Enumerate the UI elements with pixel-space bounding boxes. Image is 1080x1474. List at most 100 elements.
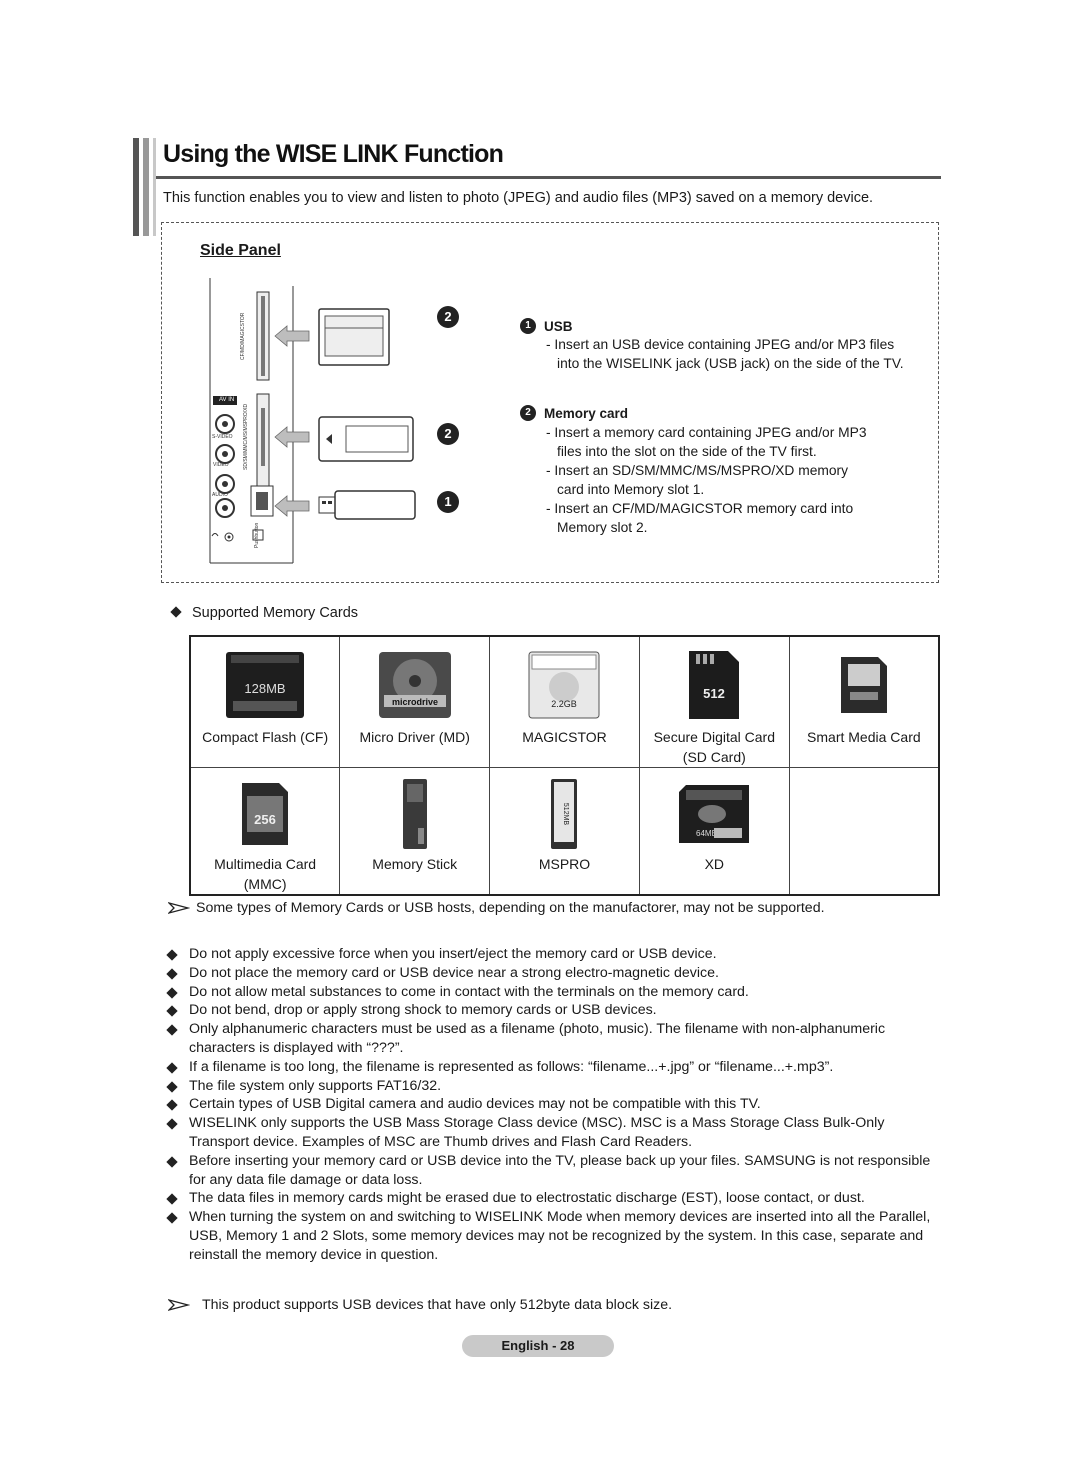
- diamond-bullet-icon: [166, 1099, 178, 1112]
- card-name-line2: (SD Card): [682, 749, 746, 765]
- list-item: Certain types of USB Digital camera and …: [166, 1095, 936, 1114]
- card-name: Multimedia Card (MMC): [214, 856, 317, 892]
- card-name: Smart Media Card: [807, 729, 921, 745]
- note-block-size-text: This product supports USB devices that h…: [202, 1297, 673, 1313]
- memory-line: - Insert an SD/SM/MMC/MS/MSPRO/XD memory: [546, 463, 849, 478]
- diamond-bullet-icon: [166, 968, 178, 980]
- video-label: VIDEO: [213, 462, 229, 468]
- note-block-size: This product supports USB devices that h…: [168, 1297, 672, 1313]
- card-cell: 128MB Compact Flash (CF): [189, 635, 341, 768]
- card-name: MAGICSTOR: [522, 729, 607, 745]
- memory-card-icon: [318, 416, 414, 462]
- usb-stick-icon: [318, 490, 416, 520]
- supported-cards-label: Supported Memory Cards: [170, 605, 359, 621]
- list-item: Do not apply excessive force when you in…: [166, 945, 936, 964]
- audio-label: AUDIO: [212, 492, 228, 498]
- memory-card-instructions: 2 Memory card: [520, 405, 628, 421]
- page-title: Using the WISE LINK Function: [163, 140, 504, 168]
- side-panel-heading: Side Panel: [200, 242, 281, 259]
- magicstor-capacity: 2.2GB: [552, 699, 578, 709]
- s-video-label: S-VIDEO: [212, 434, 233, 440]
- xd-capacity: 64MB: [696, 829, 717, 838]
- memory-line: - Insert a memory card containing JPEG a…: [546, 425, 867, 440]
- mmc-capacity: 256: [254, 812, 276, 827]
- card-cell-empty: [788, 767, 940, 896]
- card-name: Compact Flash (CF): [202, 729, 329, 745]
- supported-cards-text: Supported Memory Cards: [192, 605, 359, 621]
- memory-line: - Insert an CF/MD/MAGICSTOR memory card …: [546, 501, 854, 516]
- diamond-bullet-icon: [166, 986, 178, 999]
- card-name: XD: [704, 856, 725, 872]
- intro-text: This function enables you to view and li…: [163, 190, 874, 206]
- callout-2: 2: [437, 423, 459, 445]
- usb-instructions: 1 USB: [520, 318, 573, 334]
- list-item: Do not place the memory card or USB devi…: [166, 964, 936, 983]
- card-cell: 512 Secure Digital Card (SD Card): [638, 635, 790, 768]
- av-in-label: AV IN: [219, 397, 235, 403]
- list-item: Do not allow metal substances to come in…: [166, 983, 936, 1002]
- sd-card-icon: 512: [689, 651, 740, 719]
- sd-card-capacity: 512: [703, 686, 725, 701]
- diamond-bullet-icon: [166, 1193, 178, 1206]
- list-item: When turning the system on and switching…: [166, 1208, 936, 1264]
- memory-line: Memory slot 2.: [557, 520, 648, 535]
- usb-heading: USB: [544, 318, 573, 334]
- side-panel-box: [161, 222, 939, 583]
- callout-1: 1: [437, 491, 459, 513]
- mspro-capacity: 512MB: [562, 803, 569, 826]
- card-cell: Memory Stick: [339, 767, 491, 896]
- list-item: The data files in memory cards might be …: [166, 1189, 936, 1208]
- usb-number-badge: 1: [520, 318, 536, 334]
- card-cell: microdrive Micro Driver (MD): [339, 635, 491, 768]
- list-item: Only alphanumeric characters must be use…: [166, 1020, 936, 1058]
- title-accent-bar: [133, 138, 139, 236]
- diamond-bullet-icon: [166, 1005, 178, 1018]
- note-arrow-icon: [168, 1299, 190, 1311]
- memory-number-badge: 2: [520, 405, 536, 421]
- memory-card-heading: Memory card: [544, 405, 629, 421]
- compact-flash-card-icon: 128MB: [226, 652, 305, 718]
- xd-card-icon: 64MB: [679, 785, 750, 843]
- diamond-bullet-icon: [166, 949, 178, 961]
- microdrive-card-icon: microdrive: [378, 652, 451, 718]
- pushbutton-label: Pushbutton: [254, 522, 260, 548]
- supported-cards-table: 128MB Compact Flash (CF) microdrive Micr…: [189, 635, 940, 896]
- cf-card-capacity: 128MB: [245, 681, 286, 696]
- diamond-bullet-icon: [166, 1024, 178, 1036]
- page-number: English - 28: [462, 1335, 614, 1357]
- diamond-bullet-icon: [166, 1080, 178, 1093]
- slot-label-sd: SD/SM/MMC/MS/MSPRO/XD: [243, 403, 249, 470]
- card-cell: Smart Media Card: [788, 635, 940, 768]
- card-name: Micro Driver (MD): [359, 729, 470, 745]
- list-item: The file system only supports FAT16/32.: [166, 1077, 936, 1096]
- mmc-card-icon: 256: [242, 783, 289, 845]
- usb-line: into the WISELINK jack (USB jack) on the…: [557, 356, 904, 371]
- slot-label-cf: CF/MD/MAGICSTOR: [240, 312, 246, 360]
- card-cell: 512MB MSPRO: [489, 767, 640, 896]
- card-cell: 256 Multimedia Card (MMC): [189, 767, 341, 896]
- list-item: Before inserting your memory card or USB…: [166, 1152, 936, 1190]
- list-item: Do not bend, drop or apply strong shock …: [166, 1001, 936, 1020]
- memory-line: card into Memory slot 1.: [557, 482, 705, 497]
- magicstor-card-icon: 2.2GB: [528, 651, 600, 719]
- list-item: If a filename is too long, the filename …: [166, 1058, 936, 1077]
- usb-line: - Insert an USB device containing JPEG a…: [546, 337, 895, 352]
- diamond-bullet-icon: [170, 606, 182, 618]
- diamond-bullet-icon: [166, 1156, 178, 1168]
- cf-card-icon: [318, 308, 390, 366]
- note-unsupported-text: Some types of Memory Cards or USB hosts,…: [196, 900, 825, 916]
- caution-list: Do not apply excessive force when you in…: [166, 945, 936, 1265]
- title-divider: [156, 176, 941, 179]
- memory-stick-card-icon: [402, 779, 427, 849]
- card-cell: 2.2GB MAGICSTOR: [489, 635, 640, 768]
- memory-line: files into the slot on the side of the T…: [557, 444, 817, 459]
- note-arrow-icon: [168, 902, 190, 914]
- title-accent-bar: [153, 138, 156, 236]
- card-name: MSPRO: [538, 856, 591, 872]
- card-name: Memory Stick: [372, 856, 458, 872]
- diamond-bullet-icon: [166, 1118, 178, 1130]
- title-accent-bar: [143, 138, 149, 236]
- note-unsupported: Some types of Memory Cards or USB hosts,…: [168, 900, 825, 916]
- mspro-card-icon: 512MB: [551, 779, 578, 849]
- tv-side-panel-illustration: [209, 278, 310, 564]
